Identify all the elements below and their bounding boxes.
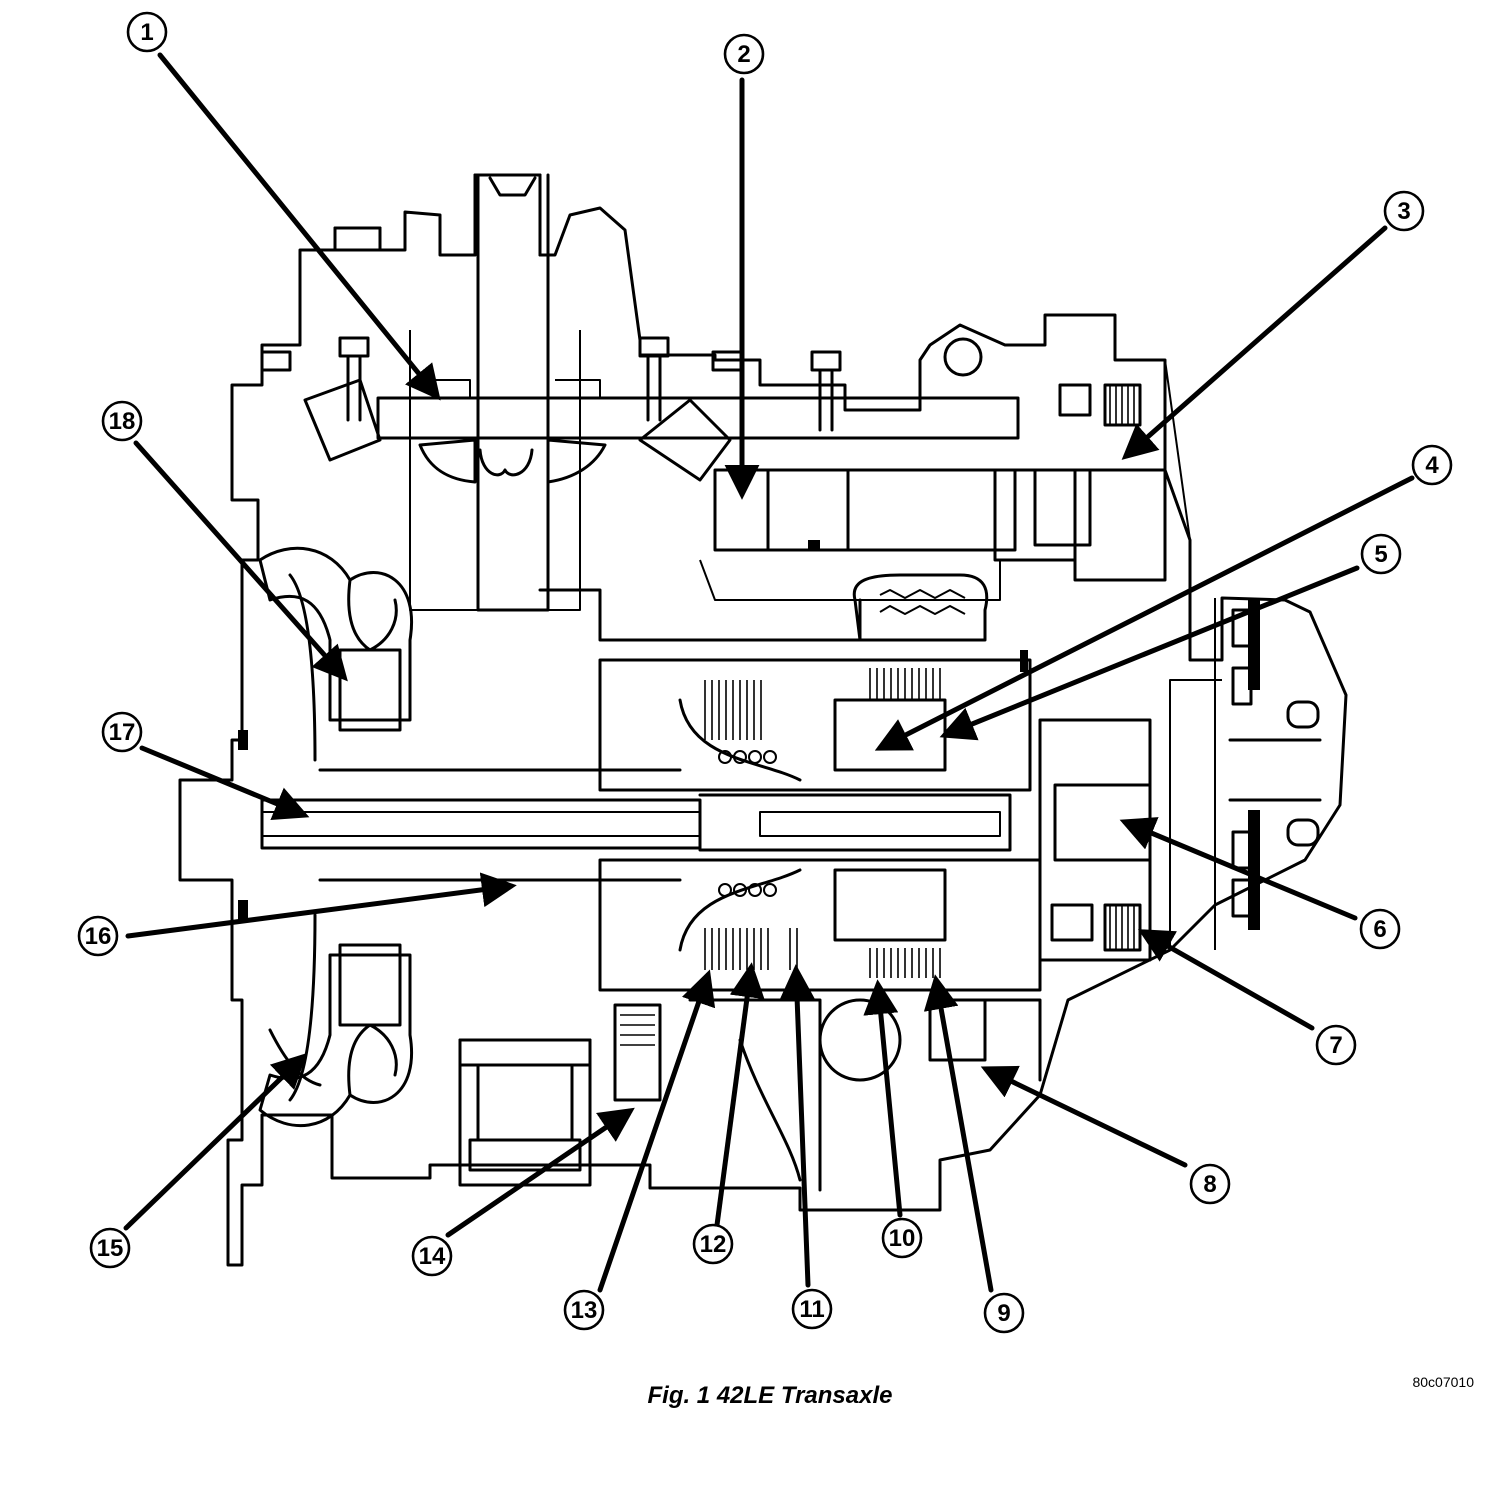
callout-9: 9 (983, 1292, 1025, 1334)
leader-14 (445, 1107, 635, 1238)
leader-3 (1121, 225, 1388, 460)
svg-text:6: 6 (1373, 916, 1386, 943)
leader-18 (133, 440, 348, 682)
leader-7 (1137, 929, 1315, 1031)
clutch-packs (598, 658, 1042, 992)
svg-text:14: 14 (419, 1243, 446, 1270)
leader-13 (597, 969, 716, 1293)
leader-15 (123, 1052, 308, 1231)
svg-text:5: 5 (1374, 541, 1387, 568)
svg-text:4: 4 (1425, 452, 1439, 479)
svg-text:9: 9 (997, 1300, 1010, 1327)
leader-10 (863, 979, 903, 1218)
figure-code: 80c07010 (1412, 1374, 1474, 1390)
mounting-bolts-top (260, 226, 842, 432)
callout-8: 8 (1189, 1163, 1231, 1205)
leader-6 (1119, 817, 1358, 921)
callout-5: 5 (1360, 533, 1402, 575)
svg-text:18: 18 (109, 408, 136, 435)
callout-18: 18 (101, 400, 143, 442)
input-shaft (260, 768, 1152, 882)
leader-16 (125, 872, 517, 939)
callout-12: 12 (692, 1223, 734, 1265)
svg-text:3: 3 (1397, 198, 1410, 225)
leader-12 (714, 962, 765, 1228)
callout-17: 17 (101, 711, 143, 753)
callout-1: 1 (126, 11, 168, 53)
leader-8 (980, 1065, 1188, 1168)
leader-lines (123, 52, 1415, 1293)
solid-accents (238, 540, 1260, 930)
svg-text:10: 10 (889, 1225, 916, 1252)
svg-text:15: 15 (97, 1235, 124, 1262)
svg-text:13: 13 (571, 1297, 598, 1324)
solenoid-connector (852, 337, 989, 642)
callout-15: 15 (89, 1227, 131, 1269)
lower-section (268, 998, 1042, 1192)
leader-1 (157, 52, 441, 401)
callout-3: 3 (1383, 190, 1425, 232)
leader-4 (874, 475, 1415, 751)
callout-7: 7 (1315, 1024, 1357, 1066)
leader-11 (779, 964, 815, 1288)
differential-section (303, 173, 1167, 642)
callout-4: 4 (1411, 444, 1453, 486)
svg-text:12: 12 (700, 1231, 727, 1258)
housing-outline (178, 173, 1348, 1267)
svg-text:11: 11 (799, 1296, 824, 1323)
leader-9 (923, 974, 994, 1293)
callout-11: 11 (791, 1288, 833, 1330)
callout-10: 10 (881, 1217, 923, 1259)
svg-text:1: 1 (140, 19, 153, 46)
svg-text:16: 16 (85, 923, 112, 950)
svg-text:17: 17 (109, 719, 136, 746)
callout-2: 2 (723, 33, 765, 75)
callout-16: 16 (77, 915, 119, 957)
leader-17 (139, 745, 310, 821)
callout-6: 6 (1359, 908, 1401, 950)
svg-text:2: 2 (737, 41, 750, 68)
callout-14: 14 (411, 1235, 453, 1277)
svg-text:8: 8 (1203, 1171, 1216, 1198)
svg-text:7: 7 (1329, 1032, 1342, 1059)
callout-13: 13 (563, 1289, 605, 1331)
leader-5 (939, 565, 1360, 741)
callouts: 1 2 3 4 5 6 7 8 9 10 11 12 13 14 15 16 1… (77, 11, 1453, 1334)
figure-caption: Fig. 1 42LE Transaxle (647, 1382, 893, 1409)
